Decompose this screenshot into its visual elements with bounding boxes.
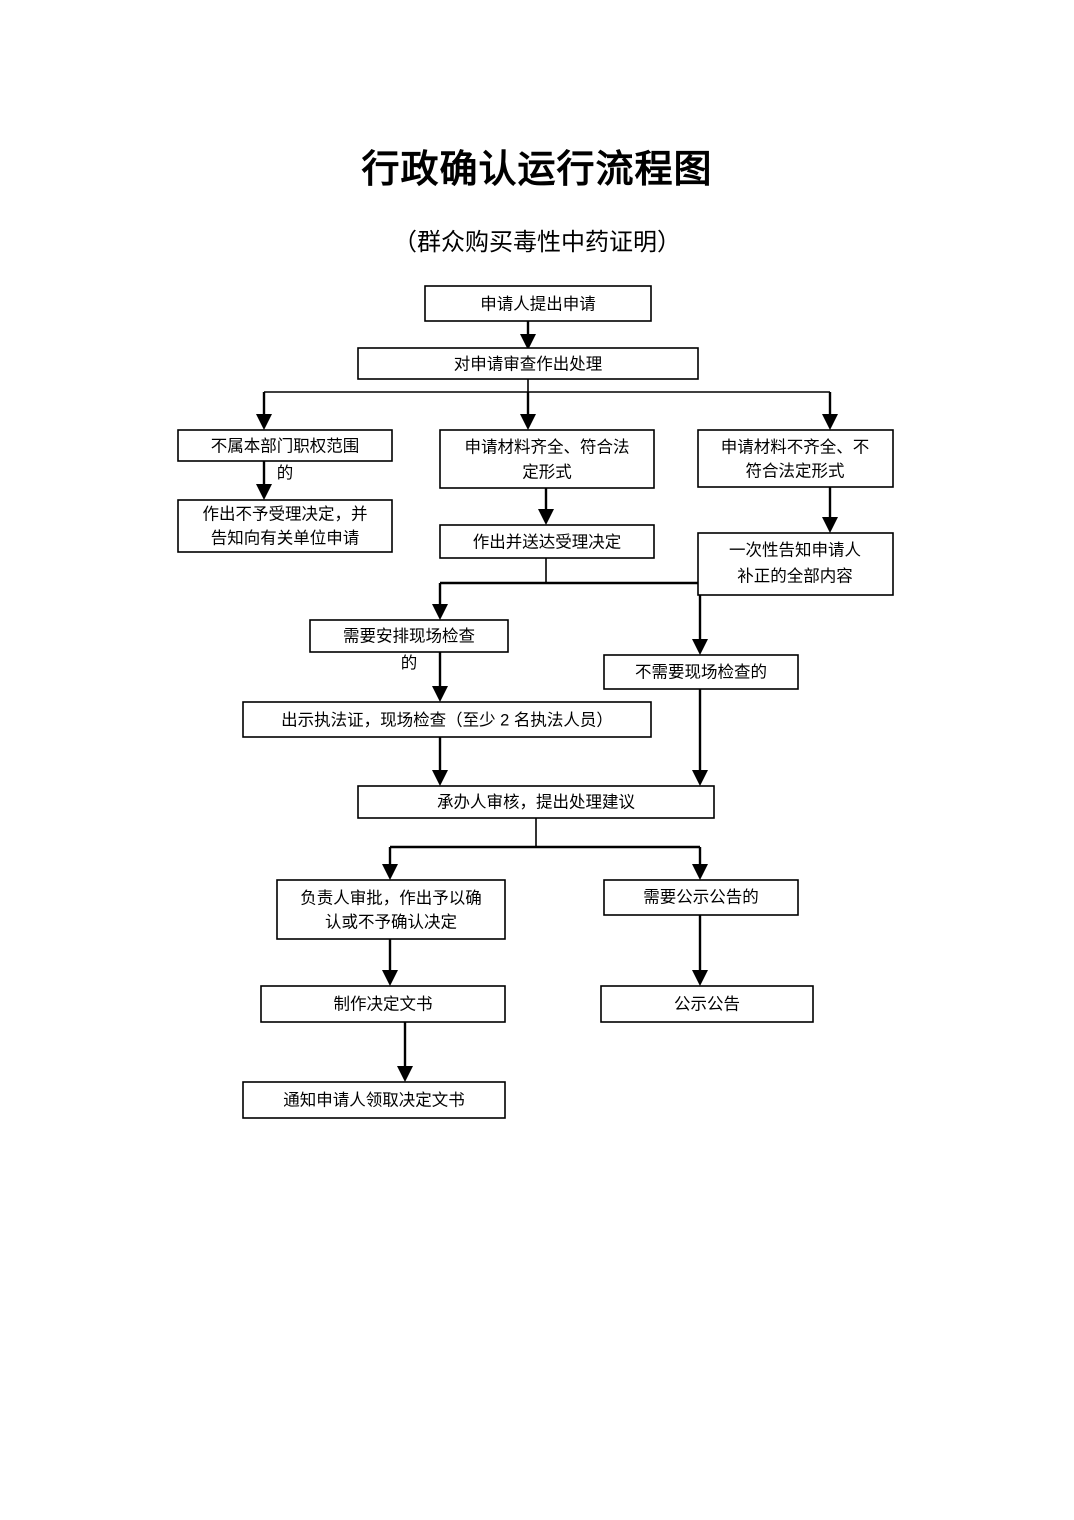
node-n6-refuse-acceptance[interactable]: 作出不予受理决定，并 告知向有关单位申请 bbox=[177, 499, 393, 553]
node-n12-handler-review[interactable]: 承办人审核，提出处理建议 bbox=[357, 785, 715, 819]
page-title: 行政确认运行流程图 bbox=[361, 149, 713, 191]
node-n1-applicant-submits[interactable]: 申请人提出申请 bbox=[424, 285, 652, 322]
node-n16-label: 公示公告 bbox=[674, 994, 740, 1013]
connector-n5-n8 bbox=[822, 487, 838, 533]
node-n11-show-credentials-inspect[interactable]: 出示执法证，现场检查（至少 2 名执法人员） bbox=[242, 701, 652, 738]
node-n10-label: 不需要现场检查的 bbox=[635, 662, 767, 681]
node-n12-label: 承办人审核，提出处理建议 bbox=[437, 792, 636, 811]
node-n3-out-of-jurisdiction[interactable]: 不属本部门职权范围 的 bbox=[177, 429, 393, 482]
node-n1-label: 申请人提出申请 bbox=[480, 294, 596, 313]
connector-n11-n12 bbox=[432, 737, 448, 786]
page-subtitle: （群众购买毒性中药证明） bbox=[393, 230, 681, 256]
node-n13-label-line1: 负责人审批，作出予以确 bbox=[300, 888, 482, 907]
node-n14-label: 需要公示公告的 bbox=[643, 887, 759, 906]
connector-n15-n17 bbox=[397, 1022, 413, 1082]
node-n14-publicity-needed[interactable]: 需要公示公告的 bbox=[603, 879, 799, 916]
connector-n13-n15 bbox=[382, 939, 398, 986]
node-n5-label-line2: 符合法定形式 bbox=[746, 461, 845, 480]
connector-n1-n2 bbox=[520, 321, 536, 350]
node-n10-onsite-inspection-not-needed[interactable]: 不需要现场检查的 bbox=[603, 654, 799, 690]
connector-n12-branches bbox=[382, 818, 708, 880]
node-n5-materials-incomplete[interactable]: 申请材料不齐全、不 符合法定形式 bbox=[697, 429, 894, 488]
connector-n3-n6 bbox=[256, 461, 272, 500]
node-n15-prepare-decision-document[interactable]: 制作决定文书 bbox=[260, 985, 506, 1023]
connector-n4-n7 bbox=[538, 488, 554, 525]
node-n2-label: 对申请审查作出处理 bbox=[454, 354, 603, 373]
node-n6-label-line2: 告知向有关单位申请 bbox=[211, 528, 360, 547]
node-n5-label-line1: 申请材料不齐全、不 bbox=[721, 437, 870, 456]
node-n8-label-line2: 补正的全部内容 bbox=[737, 566, 853, 585]
node-n4-label-line1: 申请材料齐全、符合法 bbox=[465, 437, 630, 456]
node-n7-issue-acceptance-decision[interactable]: 作出并送达受理决定 bbox=[439, 524, 655, 559]
node-n13-leader-approval[interactable]: 负责人审批，作出予以确 认或不予确认决定 bbox=[276, 879, 506, 940]
node-n9-label-line1: 需要安排现场检查 bbox=[343, 626, 475, 645]
connector-n2-branches bbox=[256, 379, 838, 430]
connector-n14-n16 bbox=[692, 915, 708, 986]
node-n4-materials-complete[interactable]: 申请材料齐全、符合法 定形式 bbox=[439, 429, 655, 489]
node-n9-label-line2: 的 bbox=[401, 653, 418, 672]
node-n3-label-line2: 的 bbox=[277, 463, 294, 482]
node-n9-onsite-inspection-needed[interactable]: 需要安排现场检查 的 bbox=[309, 619, 509, 672]
connector-n9-n11 bbox=[432, 652, 448, 702]
node-n17-notify-applicant[interactable]: 通知申请人领取决定文书 bbox=[242, 1081, 506, 1119]
node-n13-label-line2: 认或不予确认决定 bbox=[325, 912, 457, 931]
node-n8-one-time-notice[interactable]: 一次性告知申请人 补正的全部内容 bbox=[697, 532, 894, 596]
node-n4-label-line2: 定形式 bbox=[522, 462, 572, 481]
node-n15-label: 制作决定文书 bbox=[334, 994, 433, 1013]
node-n7-label: 作出并送达受理决定 bbox=[473, 532, 622, 551]
node-n17-label: 通知申请人领取决定文书 bbox=[283, 1090, 465, 1109]
connector-n10-n12 bbox=[692, 689, 708, 786]
node-n11-label: 出示执法证，现场检查（至少 2 名执法人员） bbox=[281, 710, 613, 729]
node-n3-label-line1: 不属本部门职权范围 bbox=[211, 436, 360, 455]
node-n2-review-and-process[interactable]: 对申请审查作出处理 bbox=[357, 347, 699, 380]
node-n16-publicity-announcement[interactable]: 公示公告 bbox=[600, 985, 814, 1023]
node-n6-label-line1: 作出不予受理决定，并 bbox=[203, 504, 368, 523]
node-n8-label-line1: 一次性告知申请人 bbox=[729, 540, 861, 559]
